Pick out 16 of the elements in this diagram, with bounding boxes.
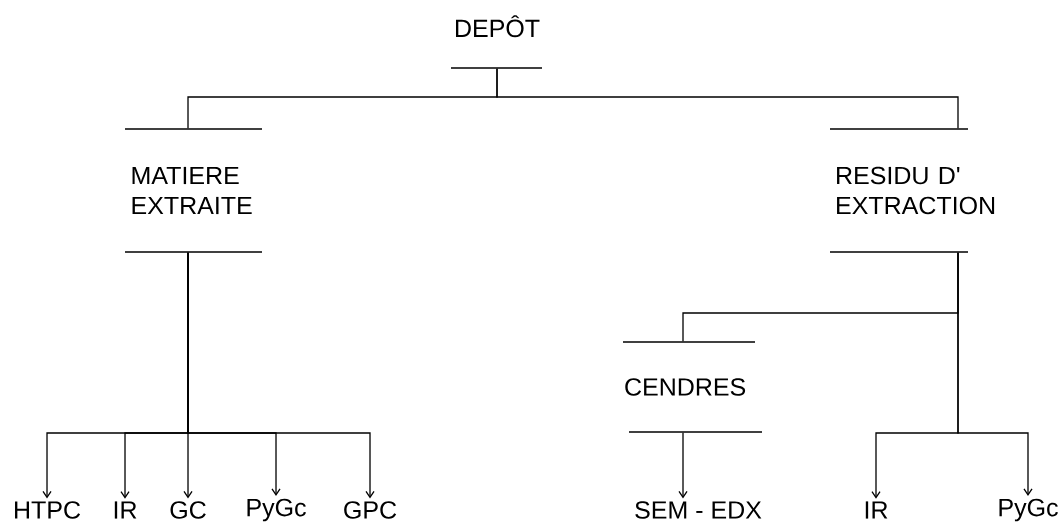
method-label: IR bbox=[865, 501, 888, 519]
method-label: SEM - EDX bbox=[635, 501, 762, 519]
method-label: GC bbox=[170, 501, 206, 519]
arrow bbox=[678, 432, 688, 499]
category-label: DEPÔT bbox=[450, 15, 543, 69]
method-label: PyGc bbox=[247, 498, 306, 522]
method-label: IR bbox=[114, 501, 137, 519]
category-label: RESIDU D' EXTRACTION bbox=[829, 128, 995, 253]
method-label: PyGc bbox=[999, 498, 1058, 522]
category-label: MATIERE EXTRAITE bbox=[124, 128, 263, 253]
method-label: HTPC bbox=[15, 501, 81, 519]
arrow bbox=[187, 252, 375, 499]
connector-line bbox=[496, 68, 959, 129]
method-label: GPC bbox=[344, 501, 397, 519]
arrow bbox=[957, 252, 1033, 497]
category-label: CENDRES bbox=[622, 341, 763, 433]
